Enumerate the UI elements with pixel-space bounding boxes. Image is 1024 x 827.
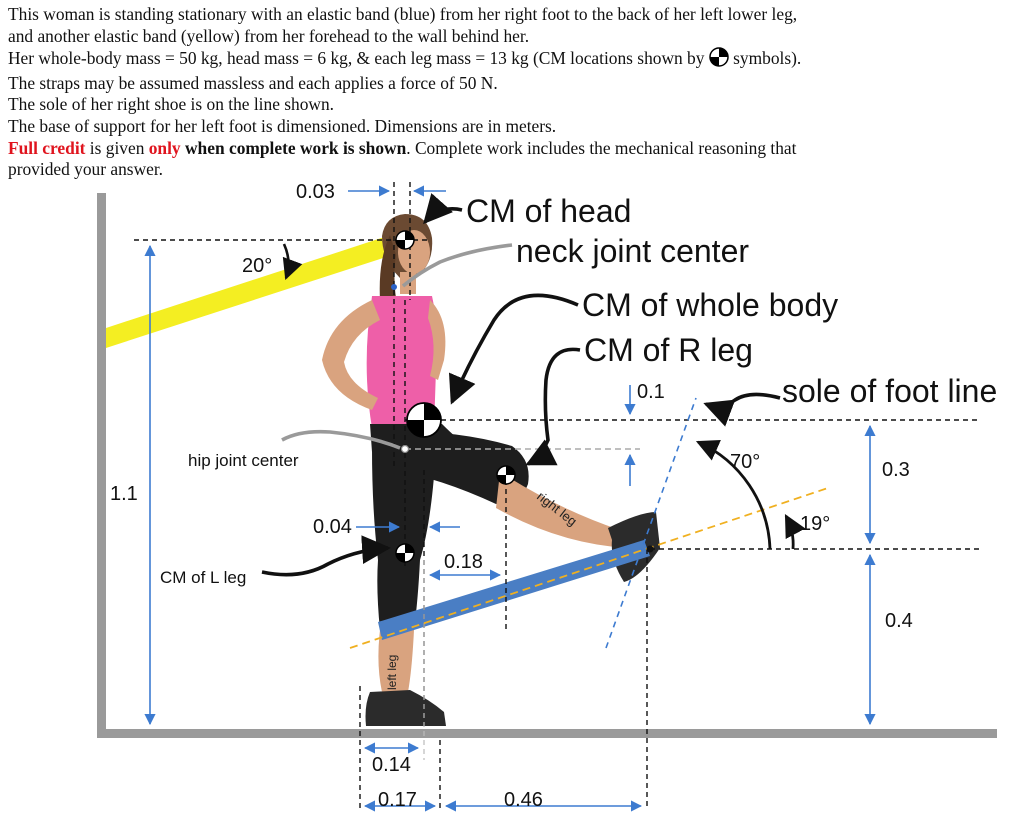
problem-line-4: The straps may be assumed massless and e… xyxy=(8,72,498,93)
angle-20-arc xyxy=(282,243,303,280)
cm-symbol-icon xyxy=(709,47,729,73)
dim-1-1: 1.1 xyxy=(110,483,138,505)
dimension-arrows xyxy=(144,185,876,812)
dim-0-46: 0.46 xyxy=(504,789,543,811)
label-cm-head: CM of head xyxy=(466,193,631,229)
label-neck-joint: neck joint center xyxy=(516,233,749,269)
cm-l-leg-symbol xyxy=(395,543,415,563)
problem-line-3b: symbols). xyxy=(733,48,802,69)
wall xyxy=(97,193,106,738)
label-left-leg: left leg xyxy=(385,655,399,690)
dim-0-1: 0.1 xyxy=(637,381,665,403)
dim-0-14: 0.14 xyxy=(372,754,411,776)
foot-point xyxy=(646,545,654,553)
angle-70: 70° xyxy=(730,451,760,473)
problem-line-5: The sole of her right shoe is on the lin… xyxy=(8,94,335,115)
dim-0-18: 0.18 xyxy=(444,551,483,573)
problem-line-6: The base of support for her left foot is… xyxy=(8,115,557,136)
yellow-band xyxy=(106,228,420,348)
floor xyxy=(97,729,997,738)
blue-band xyxy=(378,540,650,640)
dim-0-4: 0.4 xyxy=(885,610,913,632)
angle-19-arc xyxy=(784,514,806,550)
label-sole-line: sole of foot line xyxy=(782,373,997,409)
problem-line-3: Her whole-body mass = 50 kg, head mass =… xyxy=(8,47,1018,73)
full-credit-text: Full credit xyxy=(8,137,86,158)
only-text: only xyxy=(148,137,181,158)
angle-20: 20° xyxy=(242,255,272,277)
neck-joint-dot xyxy=(391,284,397,290)
leader-curves xyxy=(261,193,781,577)
problem-line-7b: is given xyxy=(85,137,149,158)
problem-line-7f: . Complete work includes the mechanical … xyxy=(406,137,797,158)
problem-line-8: provided your answer. xyxy=(8,159,164,180)
complete-work-text: when complete work is shown xyxy=(185,137,407,158)
hip-joint-dot xyxy=(400,444,410,454)
cm-whole-body-symbol xyxy=(406,402,442,438)
problem-statement: This woman is standing stationary with a… xyxy=(8,4,1018,181)
label-cm-r-leg: CM of R leg xyxy=(584,332,753,368)
dim-0-3: 0.3 xyxy=(882,459,910,481)
orange-dashed-line xyxy=(349,487,829,649)
angle-19: 19° xyxy=(800,513,830,535)
cm-r-leg-symbol xyxy=(496,465,516,485)
label-cm-whole-body: CM of whole body xyxy=(582,287,838,323)
label-hip-joint: hip joint center xyxy=(188,451,299,470)
dim-0-17: 0.17 xyxy=(378,789,417,811)
gray-leaders xyxy=(281,243,513,450)
angle-70-arc xyxy=(695,440,772,550)
problem-line-2: and another elastic band (yellow) from h… xyxy=(8,25,530,46)
dim-0-04: 0.04 xyxy=(313,516,352,538)
problem-line-3a: Her whole-body mass = 50 kg, head mass =… xyxy=(8,48,709,69)
cm-head-symbol xyxy=(395,230,415,250)
sole-of-foot-line xyxy=(605,397,697,649)
label-cm-l-leg: CM of L leg xyxy=(160,568,246,587)
problem-line-1: This woman is standing stationary with a… xyxy=(8,4,798,24)
dim-0-03: 0.03 xyxy=(296,181,335,203)
problem-line-7: Full credit is given only when complete … xyxy=(8,138,1018,160)
